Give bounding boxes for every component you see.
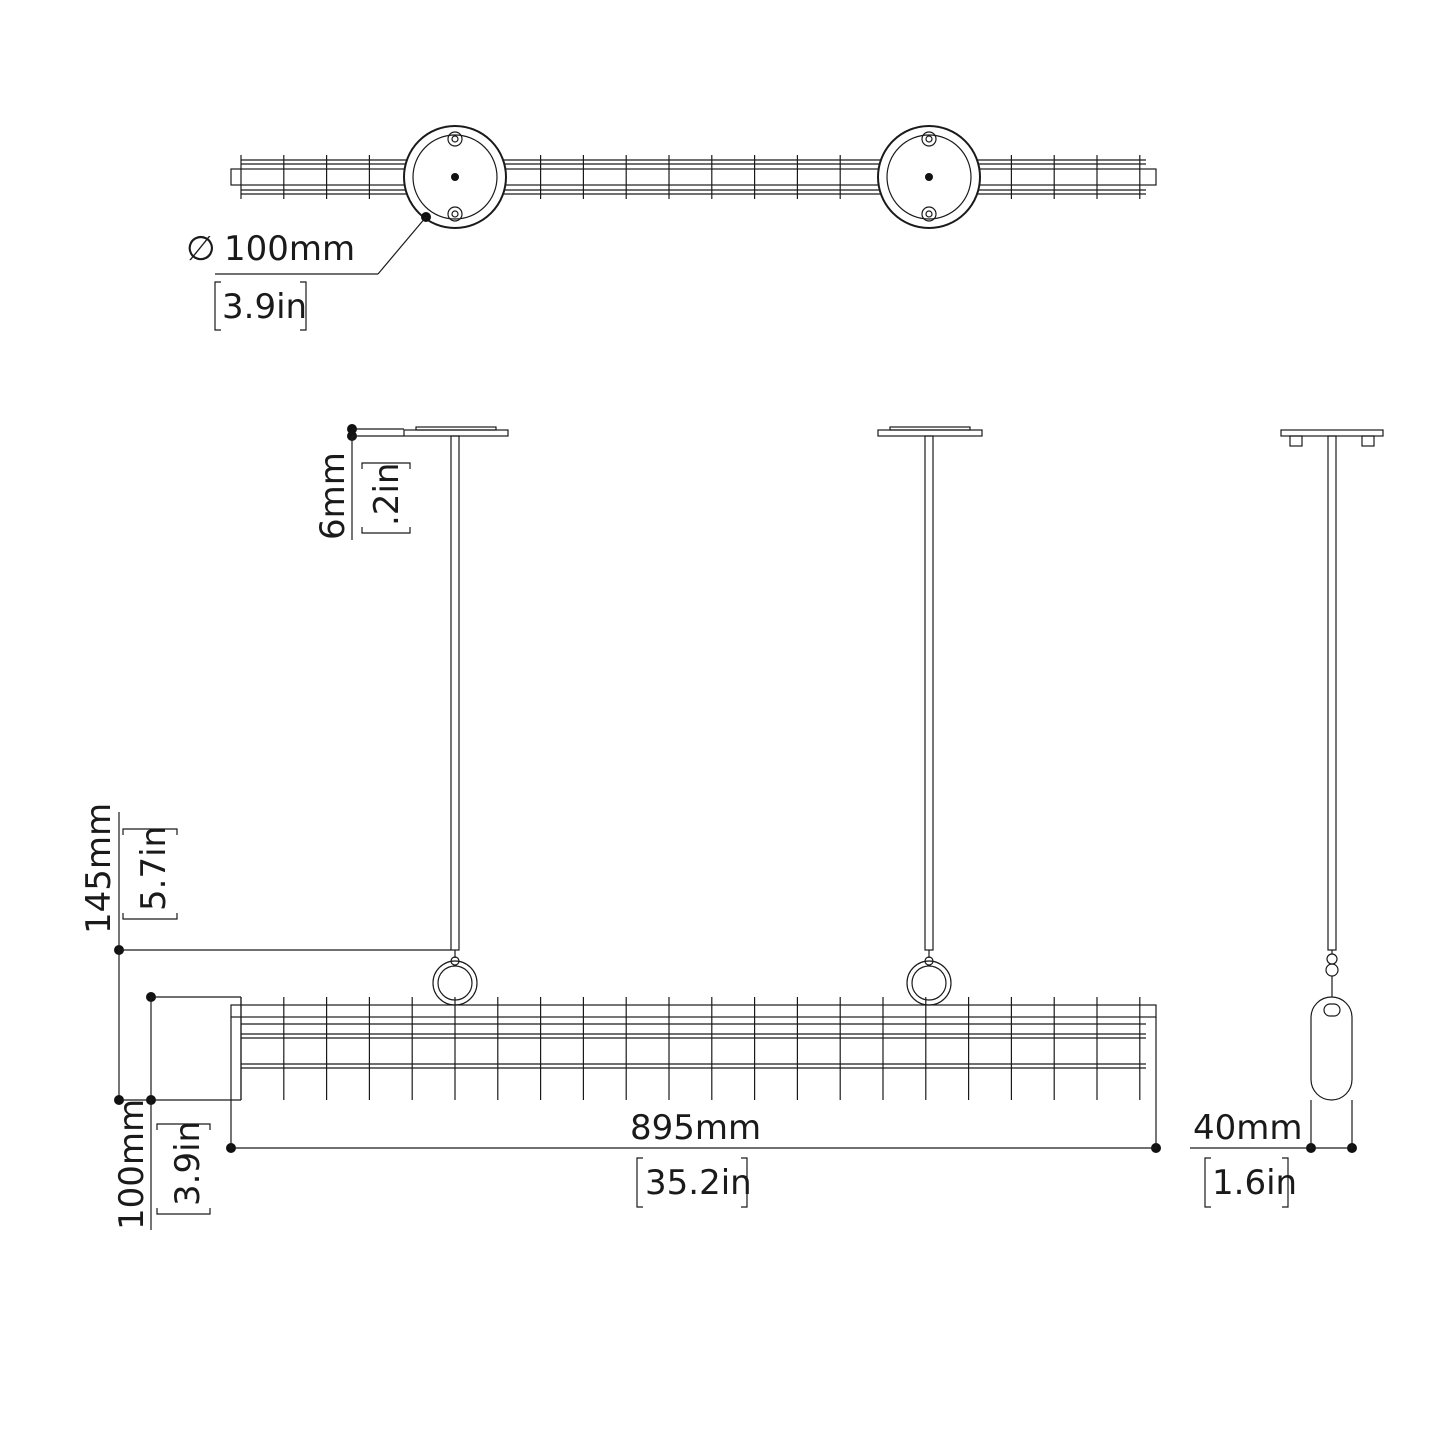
side-rack-profile	[1310, 996, 1353, 1101]
ceiling-rose-left	[403, 125, 507, 229]
ceiling-plate-right	[877, 426, 983, 437]
front-view-pins	[240, 997, 1141, 1100]
rack-length-inch-label: 35.2in	[645, 1163, 752, 1203]
plate-thickness-dimension: 6mm .2in	[313, 424, 411, 540]
drop-dimension: 145mm 5.7in	[79, 803, 451, 1100]
side-suspension-rod	[1325, 435, 1339, 997]
diameter-symbol: ∅	[186, 229, 216, 269]
suspension-rod-right	[924, 435, 934, 966]
rack-depth-dimension: 40mm 1.6in	[1190, 1100, 1357, 1208]
drop-inch-label: 5.7in	[134, 826, 174, 911]
drop-mm-label: 145mm	[79, 803, 119, 934]
hanging-ring-right	[906, 960, 952, 1006]
top-view: ∅ 100mm 3.9in	[186, 125, 1157, 331]
rack-depth-inch-label: 1.6in	[1212, 1163, 1297, 1203]
rack-length-dimension: 895mm 35.2in	[226, 1017, 1161, 1208]
ceiling-rose-right	[877, 125, 981, 229]
diameter-inch-label: 3.9in	[222, 287, 307, 327]
suspension-rod-left	[450, 435, 460, 966]
rack-height-mm-label: 100mm	[112, 1099, 152, 1230]
rack-depth-mm-label: 40mm	[1193, 1108, 1303, 1148]
plate-thickness-mm-label: 6mm	[313, 452, 353, 540]
front-view: 6mm .2in 145mm 5.7in 100mm	[79, 424, 1161, 1230]
side-ceiling-plate	[1280, 429, 1384, 447]
rack-length-mm-label: 895mm	[630, 1108, 761, 1148]
side-view: 40mm 1.6in	[1190, 429, 1384, 1208]
top-view-pins	[240, 155, 1141, 199]
rack-height-inch-label: 3.9in	[168, 1121, 208, 1206]
diameter-mm-label: 100mm	[224, 229, 355, 269]
front-view-rail	[230, 1004, 1157, 1069]
rack-height-dimension: 100mm 3.9in	[112, 992, 242, 1230]
plate-thickness-inch-label: .2in	[367, 463, 407, 526]
diameter-dimension: ∅ 100mm 3.9in	[186, 212, 431, 331]
top-view-rail	[230, 159, 1157, 195]
ceiling-plate-left	[403, 426, 509, 437]
